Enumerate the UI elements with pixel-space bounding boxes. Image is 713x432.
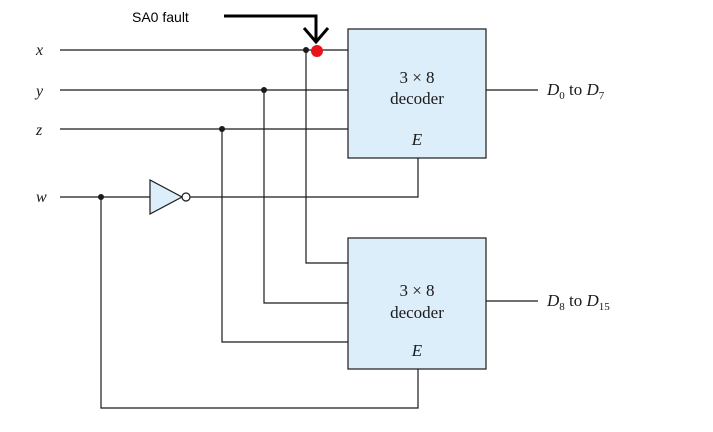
decoder-top-size: 3 × 8: [399, 68, 434, 87]
inverter-bubble: [181, 192, 191, 202]
decoder-bottom-name: decoder: [390, 303, 444, 322]
decoder-bottom-enable-label: E: [411, 341, 423, 360]
inverter-gate: [149, 179, 184, 215]
decoder-bottom: [347, 237, 487, 370]
decoder-bottom-size: 3 × 8: [399, 281, 434, 300]
fault-arrow: [224, 14, 318, 40]
wire-z-branch: [221, 129, 348, 343]
input-label-z: z: [35, 122, 43, 139]
wire-w-inverted-to-enable: [190, 158, 419, 198]
input-label-x: x: [35, 42, 43, 59]
junction-x: [303, 47, 309, 53]
fault-arrowhead: [302, 27, 330, 45]
wire-x-branch: [305, 50, 348, 264]
fault-label: SA0 fault: [132, 9, 189, 25]
junction-w: [98, 194, 104, 200]
input-label-y: y: [34, 83, 44, 100]
decoder-bottom-output-label: D8 to D15: [546, 291, 610, 313]
decoder-top: [347, 28, 487, 159]
junction-z: [219, 126, 225, 132]
input-label-w: w: [36, 189, 47, 206]
decoder-top-output-label: D0 to D7: [546, 80, 605, 102]
decoder-top-name: decoder: [390, 89, 444, 108]
wire-y-branch: [263, 90, 348, 304]
decoder-top-enable-label: E: [411, 130, 423, 149]
junction-y: [261, 87, 267, 93]
wire-w-to-bottom-enable: [100, 197, 419, 409]
fault-marker: [311, 45, 323, 57]
